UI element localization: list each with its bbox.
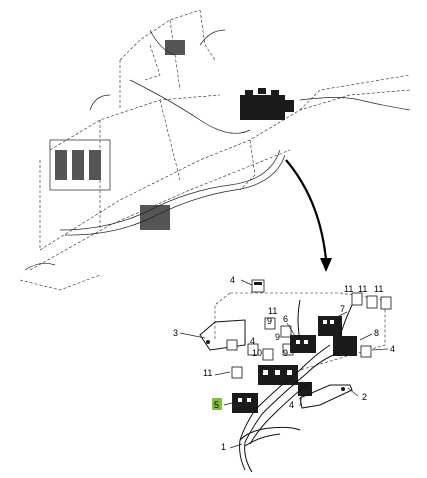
callout-2[interactable]: 2 — [362, 392, 367, 402]
callout-4[interactable]: 4 — [250, 336, 255, 346]
wire-bundle — [239, 299, 353, 473]
callout-5-highlight — [212, 398, 222, 410]
callout-4[interactable]: 4 — [230, 275, 235, 285]
callout-11[interactable]: 11 — [358, 284, 367, 294]
leader-lines — [179, 279, 389, 449]
callout-1[interactable]: 1 — [221, 442, 226, 452]
pump-housing — [49, 139, 111, 191]
callout-3[interactable]: 3 — [173, 328, 178, 338]
callout-9[interactable]: 9 — [275, 332, 280, 342]
relay-top — [251, 279, 265, 293]
detail-arrow — [285, 159, 332, 272]
connector-blocks — [232, 316, 357, 413]
callout-11[interactable]: 11 — [374, 284, 383, 294]
callout-labels: 4 3 11 6 9 4 9 10 9 11 7 11 11 11 8 4 4 … — [173, 275, 395, 452]
harness-detail-view — [179, 279, 392, 473]
valve-connector-cluster — [240, 88, 294, 120]
callout-7[interactable]: 7 — [340, 304, 345, 314]
callout-11[interactable]: 11 — [344, 284, 353, 294]
callout-4[interactable]: 4 — [289, 400, 294, 410]
relay-group-right — [351, 292, 392, 310]
callout-9[interactable]: 9 — [283, 348, 288, 358]
callout-11[interactable]: 11 — [203, 368, 212, 378]
callout-6[interactable]: 6 — [283, 314, 288, 324]
callout-11[interactable]: 11 — [268, 306, 277, 316]
callout-10[interactable]: 10 — [252, 348, 262, 358]
callout-4[interactable]: 4 — [390, 344, 395, 354]
callout-9[interactable]: 9 — [267, 316, 272, 326]
callout-5[interactable]: 5 — [214, 400, 219, 410]
machine-frame-overview — [19, 9, 411, 291]
callout-8[interactable]: 8 — [374, 328, 379, 338]
